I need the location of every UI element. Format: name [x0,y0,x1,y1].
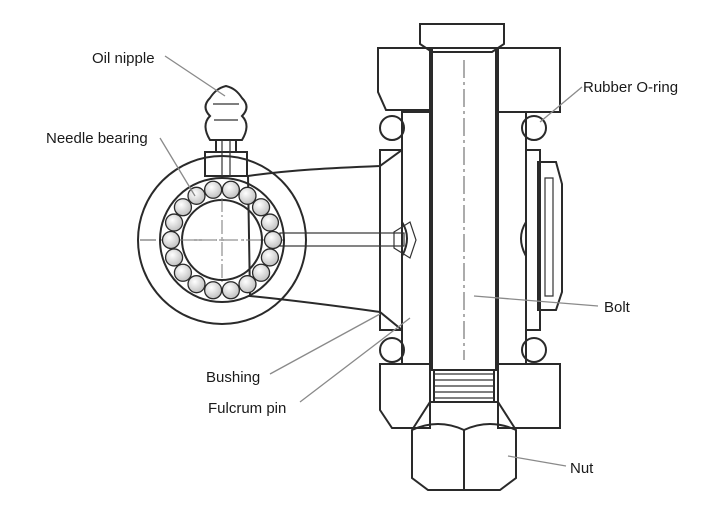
needle-roller [238,275,257,294]
o-ring-bottom-left [379,337,405,363]
o-ring-top-right [521,115,547,141]
needle-bearing-part [159,177,285,303]
nut-part [411,401,517,491]
needle-roller [203,180,223,199]
leader-bolt [473,295,599,307]
bolt-part [419,23,505,403]
needle-roller [187,275,206,294]
needle-roller [203,281,223,300]
label-nut: Nut [570,460,594,477]
needle-roller [173,198,193,217]
label-bolt: Bolt [604,299,631,316]
needle-roller [260,213,280,232]
leader-nut [507,455,567,467]
oil-nipple-part [204,84,248,176]
needle-roller [173,263,193,282]
needle-roller [263,230,283,250]
leader-lines [159,55,599,467]
o-ring-top-left [379,115,405,141]
needle-roller [221,281,241,300]
needle-roller [221,180,241,199]
label-fulcrum-pin: Fulcrum pin [208,400,286,417]
leader-rubber-o-ring [539,86,583,123]
label-oil-nipple: Oil nipple [92,50,155,67]
needle-roller [251,198,271,217]
label-rubber-o-ring: Rubber O-ring [583,79,678,96]
needle-roller [260,248,280,267]
leader-needle-bearing [159,137,196,197]
needle-roller [238,186,257,205]
needle-roller [164,248,184,267]
o-ring-bottom-right [521,337,547,363]
labels: Oil nipple Needle bearing Rubber O-ring … [46,50,678,477]
needle-roller [251,263,271,282]
leader-oil-nipple [164,55,226,97]
needle-rollers [161,180,283,300]
o-rings [379,115,547,363]
leader-bushing [269,313,381,375]
needle-roller [161,230,181,250]
label-needle-bearing: Needle bearing [46,130,148,147]
leader-fulcrum-pin [299,317,411,403]
needle-roller [164,213,184,232]
label-bushing: Bushing [206,369,260,386]
